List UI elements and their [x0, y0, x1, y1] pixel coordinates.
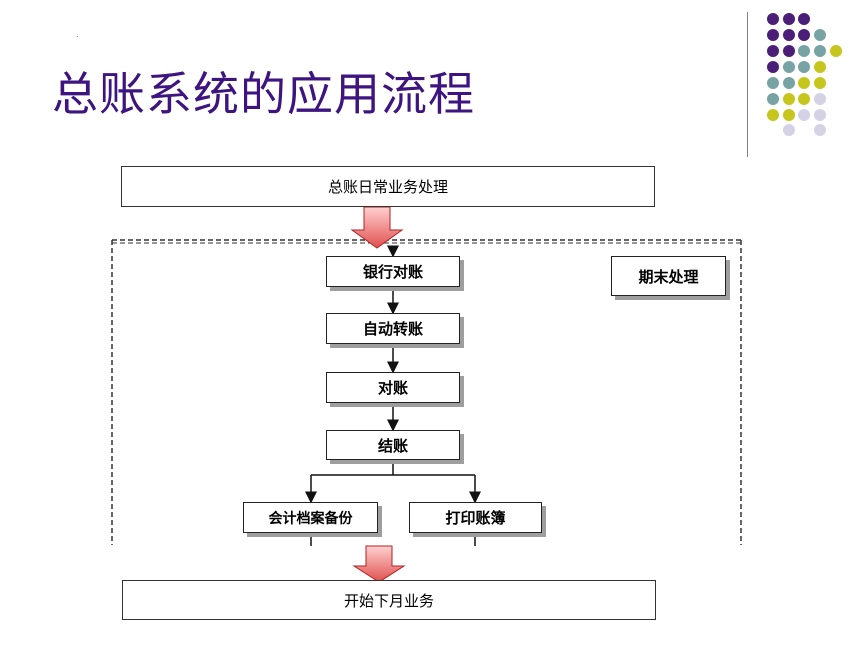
- decorative-dot: [814, 109, 826, 121]
- step-bank-reconciliation: 银行对账: [326, 256, 460, 287]
- decorative-dot: [783, 13, 795, 25]
- decorative-dot: [767, 45, 779, 57]
- decorative-dot: [814, 29, 826, 41]
- tiny-mark: .: [76, 30, 79, 39]
- step-close-books: 结账: [326, 430, 460, 460]
- decorative-dot: [767, 29, 779, 41]
- decorative-dot: [798, 61, 810, 73]
- decorative-dot: [814, 124, 826, 136]
- decorative-dot: [767, 109, 779, 121]
- decorative-dot: [798, 77, 810, 89]
- period-end-label-box: 期末处理: [611, 256, 726, 296]
- decorative-dot: [814, 93, 826, 105]
- slide-title: 总账系统的应用流程: [52, 67, 475, 121]
- decorative-dot: [814, 45, 826, 57]
- decorative-dot: [767, 13, 779, 25]
- daily-processing-box: 总账日常业务处理: [121, 166, 655, 207]
- decorative-dot: [783, 61, 795, 73]
- decorative-dot: [783, 45, 795, 57]
- decorative-dot: [783, 77, 795, 89]
- decorative-dot: [767, 61, 779, 73]
- decorative-dot: [783, 29, 795, 41]
- big-arrow-bottom: [352, 545, 406, 583]
- big-arrow-top: [350, 206, 404, 249]
- branch-archive-backup: 会计档案备份: [243, 502, 378, 533]
- branch-print-ledger: 打印账簿: [409, 502, 542, 533]
- decorative-dot: [798, 109, 810, 121]
- decorative-dot: [767, 77, 779, 89]
- decorative-dot: [798, 29, 810, 41]
- step-reconcile: 对账: [326, 372, 460, 403]
- step-auto-transfer: 自动转账: [326, 313, 460, 344]
- decorative-dot: [783, 124, 795, 136]
- decorative-dot: [798, 13, 810, 25]
- decorative-vertical-line: [747, 12, 748, 157]
- decorative-dot: [783, 93, 795, 105]
- decorative-dot: [798, 93, 810, 105]
- decorative-dot: [767, 93, 779, 105]
- decorative-dot: [783, 109, 795, 121]
- decorative-dot: [814, 61, 826, 73]
- next-month-box: 开始下月业务: [122, 580, 656, 620]
- decorative-dot: [830, 45, 842, 57]
- decorative-dot: [798, 45, 810, 57]
- decorative-dot: [814, 77, 826, 89]
